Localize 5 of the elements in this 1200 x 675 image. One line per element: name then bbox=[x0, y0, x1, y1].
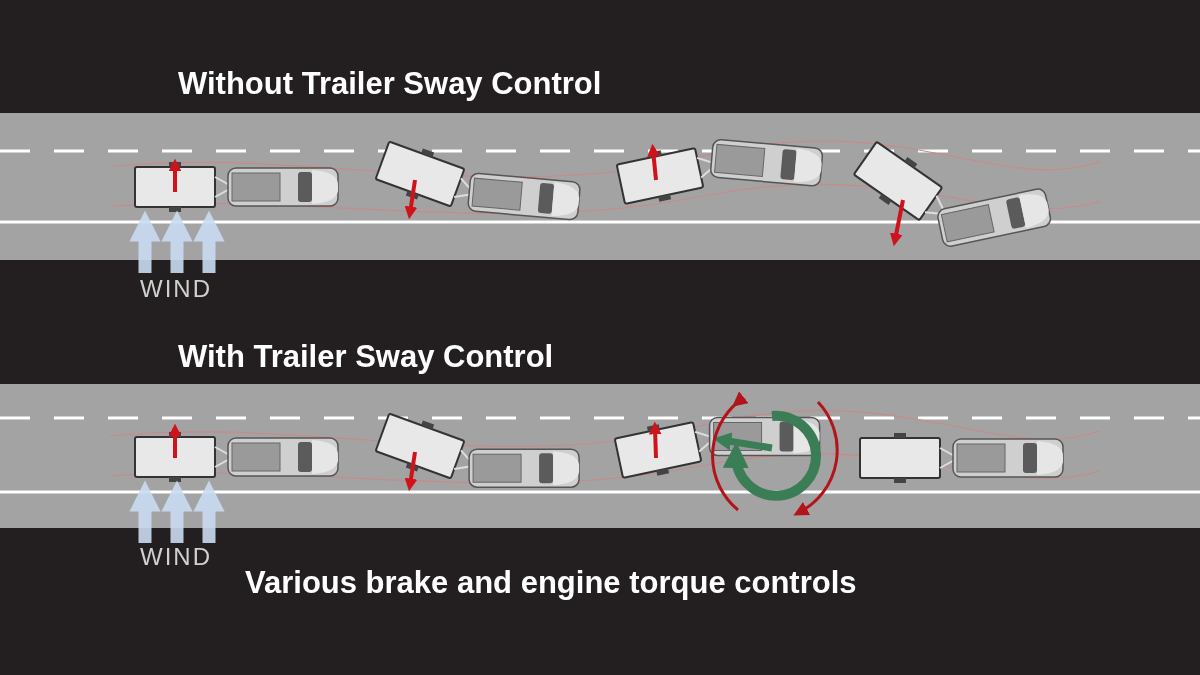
caption-text: Various brake and engine torque controls bbox=[245, 566, 857, 601]
heading-text: With Trailer Sway Control bbox=[178, 340, 554, 375]
heading-text: Without Trailer Sway Control bbox=[178, 67, 602, 102]
wind-label: WIND bbox=[140, 276, 212, 303]
wind-label: WIND bbox=[140, 544, 212, 571]
